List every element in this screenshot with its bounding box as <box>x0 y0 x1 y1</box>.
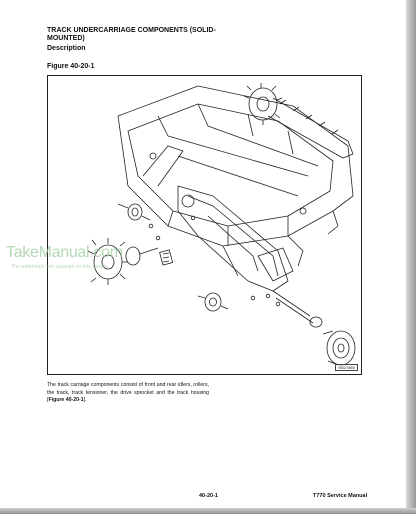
page-edge-shadow-right <box>406 0 416 514</box>
figure-frame: M027860 <box>47 75 362 375</box>
figure-reference: Figure 40-20-1 <box>48 397 84 403</box>
description-paragraph: The track carriage components consist of… <box>47 382 209 405</box>
track-top <box>267 97 354 159</box>
roller-bottom <box>204 292 222 312</box>
page-edge-shadow-bottom <box>0 508 416 514</box>
tensioner-rod <box>272 290 314 324</box>
watermark-logo: TakeManual.com <box>6 244 123 261</box>
footer-manual-title: T770 Service Manual <box>313 493 368 499</box>
watermark-note: The watermark only appears on this sampl… <box>11 264 108 270</box>
drive-sprocket-top <box>248 87 278 121</box>
roller-top <box>127 203 143 221</box>
figure-label: Figure 40-20-1 <box>47 63 95 70</box>
undercarriage-diagram-icon <box>87 83 356 366</box>
paragraph-text: The track carriage components consist of… <box>47 382 209 403</box>
front-idler <box>326 330 356 366</box>
section-title: TRACK UNDERCARRIAGE COMPONENTS (SOLID-MO… <box>47 27 216 42</box>
footer-page-number: 40-20-1 <box>199 493 218 499</box>
tensioner-block <box>257 247 294 282</box>
description-heading: Description <box>47 45 86 52</box>
frame-inner-edge <box>127 103 334 227</box>
figure-code: M027860 <box>335 364 358 371</box>
paragraph-end: ]. <box>83 397 87 403</box>
